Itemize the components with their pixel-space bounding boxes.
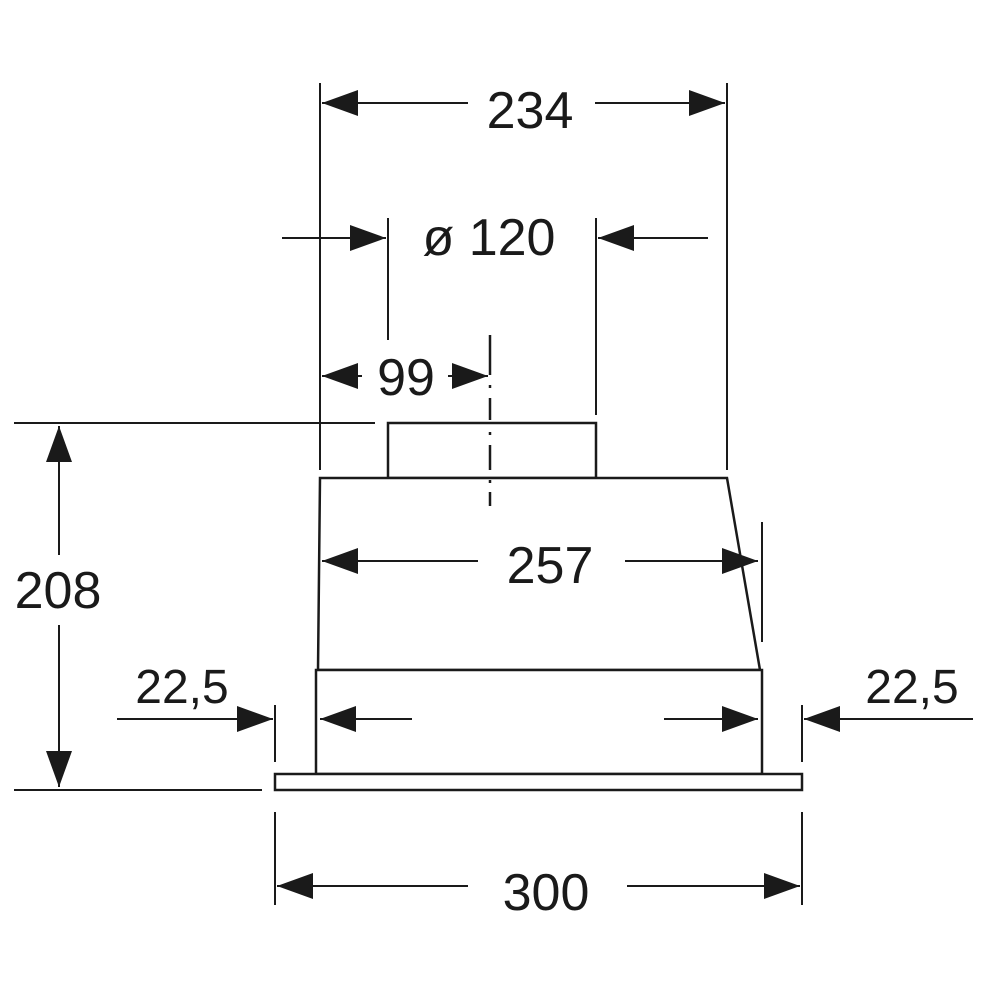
arrow-300-left <box>277 873 313 899</box>
arrow-22-5-left-outer <box>237 706 273 732</box>
dimension-120: ø 120 <box>282 209 708 267</box>
dimension-99: 99 <box>322 349 488 407</box>
dimension-label-99: 99 <box>377 349 435 407</box>
dimension-label-257: 257 <box>507 537 594 595</box>
arrow-120-right <box>598 225 634 251</box>
arrow-300-right <box>764 873 800 899</box>
front-plate <box>273 772 804 792</box>
dimension-label-208: 208 <box>15 562 102 620</box>
arrow-22-5-right-outer <box>804 706 840 732</box>
dimension-label-234: 234 <box>487 82 574 140</box>
lower-housing <box>314 668 764 776</box>
dimension-label-300: 300 <box>503 864 590 922</box>
arrow-120-left <box>350 225 386 251</box>
arrow-22-5-right-inner <box>722 706 758 732</box>
dimension-208: 208 <box>15 426 102 787</box>
dimension-label-22-5-right: 22,5 <box>865 661 958 714</box>
dimension-label-120: ø 120 <box>423 209 556 267</box>
arrow-208-bottom <box>46 751 72 787</box>
arrow-234-left <box>322 90 358 116</box>
arrow-99-left <box>322 363 358 389</box>
dimension-300: 300 <box>277 864 800 922</box>
arrow-22-5-left-inner <box>320 706 356 732</box>
arrow-234-right <box>689 90 725 116</box>
dimension-22-5-right: 22,5 <box>664 661 973 732</box>
arrow-99-right <box>452 363 488 389</box>
arrow-208-top <box>46 426 72 462</box>
dimension-22-5-left: 22,5 <box>117 661 412 732</box>
hood-body <box>273 421 804 792</box>
dimension-label-22-5-left: 22,5 <box>135 661 228 714</box>
duct-collar <box>386 421 598 480</box>
dimension-234: 234 <box>322 82 725 140</box>
dimension-257: 257 <box>322 537 758 595</box>
extension-lines <box>14 83 803 905</box>
arrow-257-left <box>322 548 358 574</box>
arrow-257-right <box>722 548 758 574</box>
